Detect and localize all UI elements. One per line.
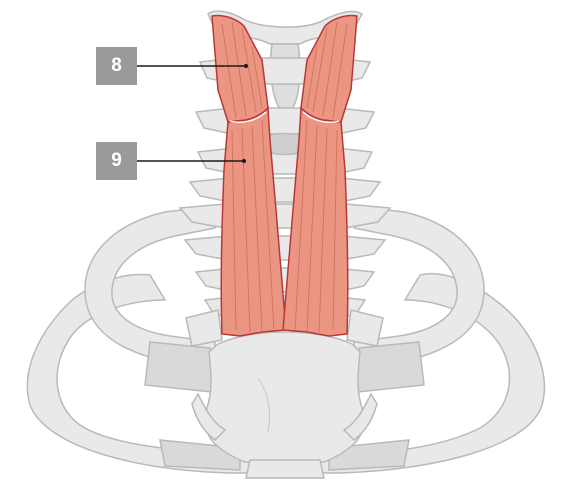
- vertebra-c4: [196, 108, 374, 134]
- costal-cartilage-right: [357, 342, 424, 392]
- sternal-body: [246, 460, 324, 478]
- vertebra-t1: [185, 236, 385, 260]
- callout-label-8: 8: [96, 47, 137, 85]
- vertebra-c6: [190, 178, 380, 202]
- leader-dot-8: [244, 64, 248, 68]
- callout-label-9: 9: [96, 142, 137, 180]
- vertebra-c7: [180, 204, 390, 228]
- transverse-process-left: [186, 310, 222, 346]
- leader-dot-9: [242, 159, 246, 163]
- manubrium: [205, 332, 364, 462]
- costal-cartilage-left: [145, 342, 212, 392]
- vertebral-column: [180, 11, 390, 346]
- transverse-process-right: [347, 310, 383, 346]
